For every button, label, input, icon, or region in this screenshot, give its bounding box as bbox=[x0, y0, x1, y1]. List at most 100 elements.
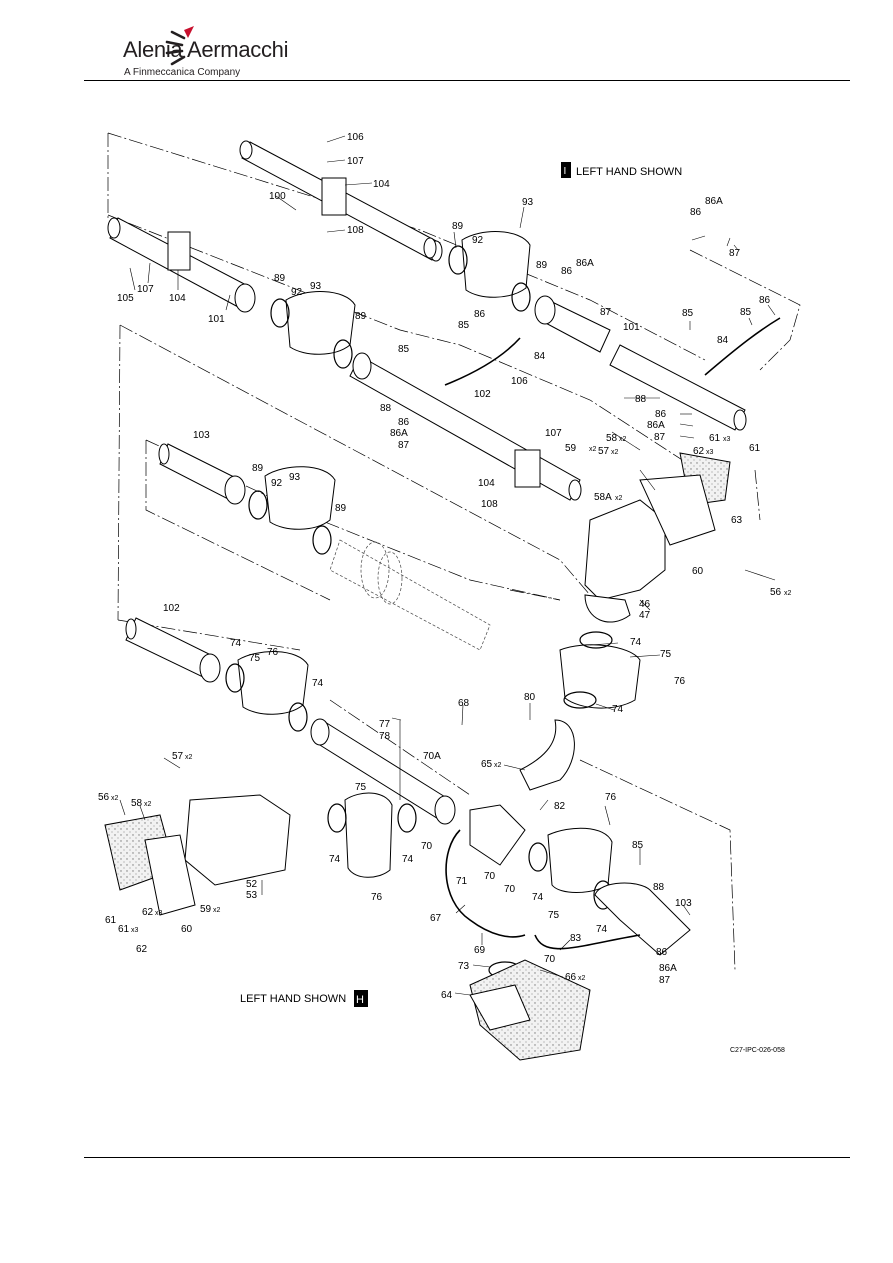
figure-reference: C27-IPC-026-058 bbox=[730, 1047, 785, 1054]
callout-101: 101 bbox=[208, 314, 225, 325]
callout-64: 64 bbox=[441, 990, 453, 1001]
quantity-label: x2 bbox=[111, 795, 119, 802]
callout-57: 57 bbox=[598, 446, 610, 457]
callout-86: 86 bbox=[398, 417, 410, 428]
callout-80: 80 bbox=[524, 692, 536, 703]
callout-57: 57 bbox=[172, 751, 184, 762]
callout-52: 52 bbox=[246, 879, 258, 890]
callout-62: 62 bbox=[136, 944, 148, 955]
quantity-label: x2 bbox=[144, 801, 152, 808]
brand-name: Alenia Aermacchi bbox=[123, 37, 289, 62]
note-left-hand-bottom: LEFT HAND SHOWN bbox=[240, 993, 346, 1005]
callout-53: 53 bbox=[246, 890, 258, 901]
callout-85: 85 bbox=[632, 840, 644, 851]
callout-89: 89 bbox=[355, 311, 367, 322]
callout-92: 92 bbox=[472, 235, 484, 246]
callout-59: 59 bbox=[565, 443, 577, 454]
callout-74: 74 bbox=[596, 924, 608, 935]
callout-105: 105 bbox=[117, 293, 134, 304]
callout-56: 56 bbox=[98, 792, 110, 803]
callout-88: 88 bbox=[635, 394, 647, 405]
callout-86A: 86A bbox=[576, 258, 594, 269]
callout-77: 77 bbox=[379, 719, 391, 730]
quantity-label: x2 bbox=[589, 446, 597, 453]
callout-106: 106 bbox=[347, 132, 364, 143]
quantity-label: x2 bbox=[578, 975, 586, 982]
quantity-label: x2 bbox=[611, 449, 619, 456]
quantity-label: x2 bbox=[784, 590, 792, 597]
leader-lines bbox=[119, 135, 776, 996]
callout-93: 93 bbox=[310, 281, 322, 292]
callout-85: 85 bbox=[682, 308, 694, 319]
callout-101: 101 bbox=[623, 322, 640, 333]
callout-76: 76 bbox=[674, 676, 686, 687]
callout-103: 103 bbox=[675, 898, 692, 909]
callout-61: 61 bbox=[118, 924, 130, 935]
callout-74: 74 bbox=[230, 638, 242, 649]
callout-108: 108 bbox=[347, 225, 364, 236]
callout-box-i-label: I bbox=[564, 166, 567, 177]
quantity-label: x3 bbox=[131, 927, 139, 934]
callout-87: 87 bbox=[659, 975, 671, 986]
quantity-label: x3 bbox=[706, 449, 714, 456]
callout-108: 108 bbox=[481, 499, 498, 510]
callout-88: 88 bbox=[653, 882, 665, 893]
callout-82: 82 bbox=[554, 801, 566, 812]
callout-74: 74 bbox=[532, 892, 544, 903]
callout-62: 62 bbox=[142, 907, 154, 918]
clamp-assemblies bbox=[237, 231, 641, 893]
callout-107: 107 bbox=[545, 428, 562, 439]
callout-74: 74 bbox=[329, 854, 341, 865]
callout-70: 70 bbox=[544, 954, 556, 965]
quantity-label: x3 bbox=[723, 436, 731, 443]
callout-76: 76 bbox=[371, 892, 383, 903]
callout-93: 93 bbox=[522, 197, 534, 208]
callout-70: 70 bbox=[421, 841, 433, 852]
callout-75: 75 bbox=[249, 653, 261, 664]
callout-56: 56 bbox=[770, 587, 782, 598]
quantity-label: x3 bbox=[155, 910, 163, 917]
callout-74: 74 bbox=[312, 678, 324, 689]
callout-60: 60 bbox=[692, 566, 704, 577]
note-left-hand-top: LEFT HAND SHOWN bbox=[576, 166, 682, 178]
callout-87: 87 bbox=[600, 307, 612, 318]
callout-46: 46 bbox=[639, 599, 651, 610]
header-rule bbox=[84, 80, 850, 81]
clamp-blocks-104 bbox=[167, 177, 541, 488]
callout-100: 100 bbox=[269, 191, 286, 202]
callout-61: 61 bbox=[105, 915, 117, 926]
callout-86A: 86A bbox=[390, 428, 408, 439]
callout-74: 74 bbox=[630, 637, 642, 648]
callout-68: 68 bbox=[458, 698, 470, 709]
callout-86: 86 bbox=[690, 207, 702, 218]
callout-86: 86 bbox=[655, 409, 667, 420]
duct-101-right bbox=[534, 295, 747, 431]
callout-89: 89 bbox=[536, 260, 548, 271]
callout-104: 104 bbox=[169, 293, 186, 304]
callout-labels: 106 107 104 100 108 93 89 92 89 105 107 … bbox=[98, 132, 792, 1001]
callout-box-h bbox=[354, 990, 368, 1007]
callout-89: 89 bbox=[452, 221, 464, 232]
callout-74: 74 bbox=[402, 854, 414, 865]
callout-box-i bbox=[561, 162, 571, 178]
duct-102-middle bbox=[349, 352, 582, 501]
callout-89: 89 bbox=[274, 273, 286, 284]
callout-92: 92 bbox=[291, 287, 303, 298]
callout-69: 69 bbox=[474, 945, 486, 956]
callout-85: 85 bbox=[398, 344, 410, 355]
callout-86: 86 bbox=[656, 947, 668, 958]
elbow-housings bbox=[184, 499, 691, 956]
callout-74: 74 bbox=[612, 704, 624, 715]
callout-76: 76 bbox=[267, 647, 279, 658]
callout-104: 104 bbox=[373, 179, 390, 190]
company-logo-icon bbox=[165, 26, 194, 66]
callout-70: 70 bbox=[484, 871, 496, 882]
callout-61: 61 bbox=[749, 443, 761, 454]
callout-89: 89 bbox=[335, 503, 347, 514]
callout-58: 58 bbox=[606, 433, 618, 444]
callout-104: 104 bbox=[478, 478, 495, 489]
callout-62: 62 bbox=[693, 446, 705, 457]
callout-67: 67 bbox=[430, 913, 442, 924]
mounting-brackets bbox=[104, 452, 731, 1061]
bonding-leads bbox=[444, 317, 781, 950]
